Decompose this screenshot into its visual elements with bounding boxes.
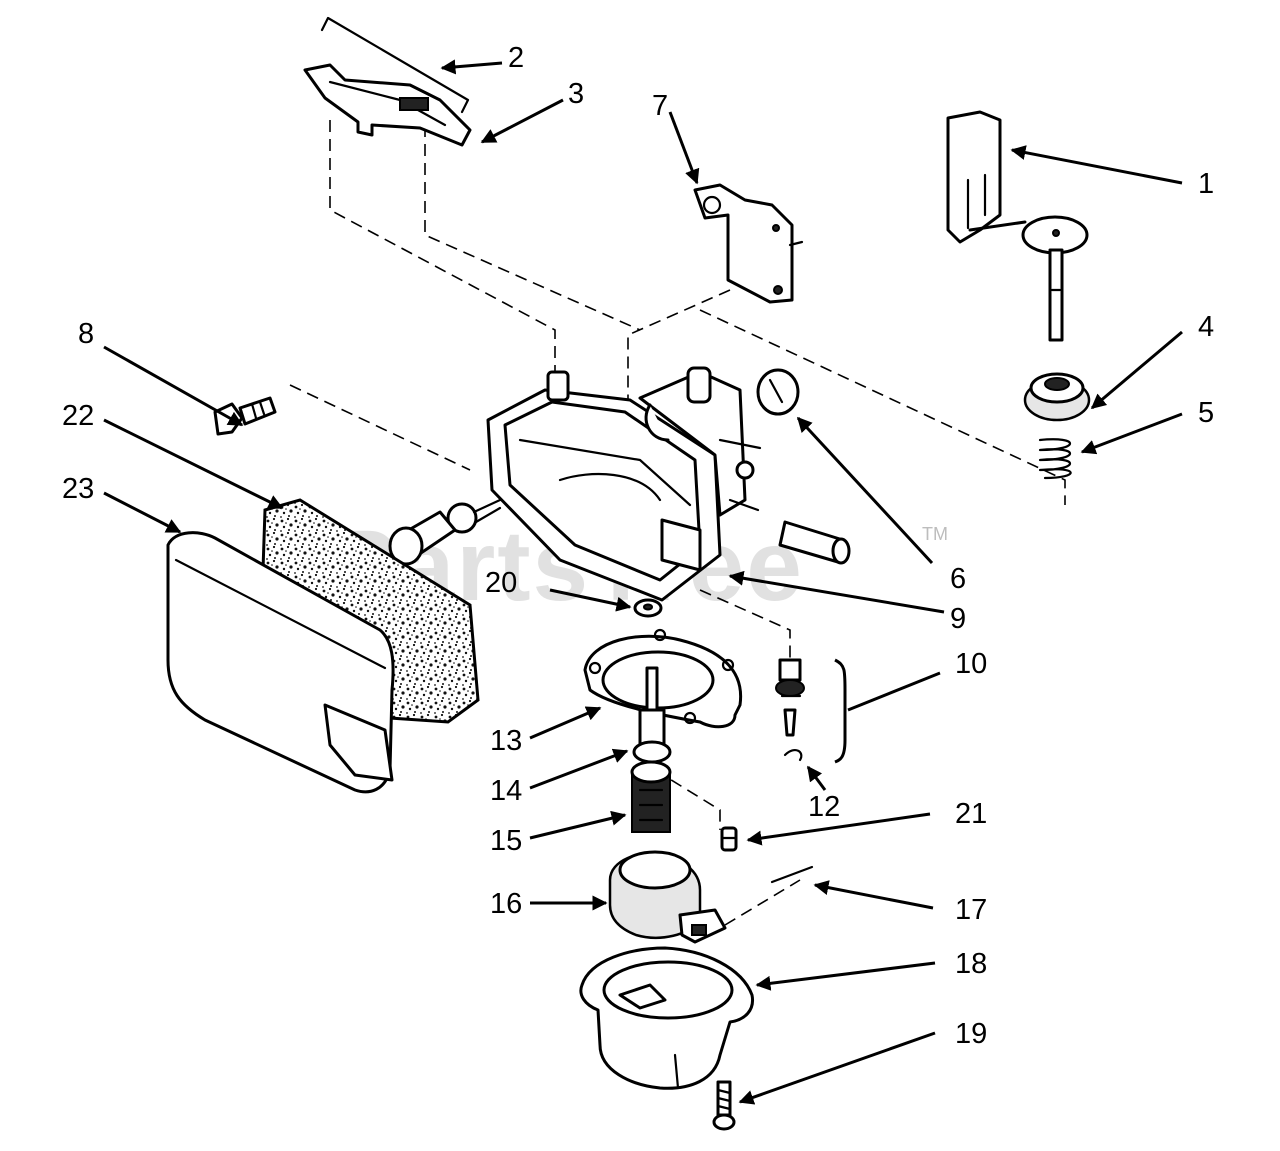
part-23-air-filter-cover [166, 531, 395, 794]
callout-8: 8 [78, 318, 94, 350]
part-10-jet-assembly [775, 658, 805, 762]
callout-17: 17 [955, 894, 987, 926]
callout-7: 7 [652, 90, 668, 122]
callout-3: 3 [568, 78, 584, 110]
callout-13: 13 [490, 725, 522, 757]
part-4-seal [1023, 372, 1091, 422]
part-20-washer [633, 598, 663, 618]
callout-1: 1 [1198, 168, 1214, 200]
callout-12: 12 [808, 791, 840, 823]
watermark-trademark: TM [922, 524, 948, 544]
part-16-float [608, 850, 727, 944]
alignment-lines [289, 120, 1066, 926]
callout-14: 14 [490, 775, 522, 807]
part-tube [778, 520, 851, 565]
callout-9: 9 [950, 603, 966, 635]
part-7-choke-bracket [693, 183, 804, 304]
part-21-pin [720, 826, 738, 852]
callout-16: 16 [490, 888, 522, 920]
part-19-screw [712, 1080, 736, 1131]
callout-23: 23 [62, 473, 94, 505]
part-17-hinge-pin [770, 865, 814, 884]
part-2-link-wire [320, 16, 470, 114]
callout-4: 4 [1198, 311, 1214, 343]
callout-5: 5 [1198, 397, 1214, 429]
callout-18: 18 [955, 948, 987, 980]
callout-22: 22 [62, 400, 94, 432]
callout-numbers: 1 2 3 4 5 6 7 8 9 10 12 13 14 15 16 17 1… [62, 42, 1214, 1050]
callout-6: 6 [950, 563, 966, 595]
part-10-bracket-line [834, 658, 847, 764]
callout-21: 21 [955, 798, 987, 830]
callout-19: 19 [955, 1018, 987, 1050]
part-1-choke-shaft [946, 110, 1089, 342]
leader-lines [103, 59, 1183, 1105]
part-6-throttle-disc [756, 368, 800, 416]
part-15-float-spring [630, 760, 672, 833]
callout-2: 2 [508, 42, 524, 74]
callout-15: 15 [490, 825, 522, 857]
part-5-spring [1038, 438, 1072, 480]
part-3-bracket [303, 63, 472, 147]
part-9-carburetor-body [486, 366, 762, 602]
callout-10: 10 [955, 648, 987, 680]
callout-20: 20 [485, 567, 517, 599]
part-14-needle [632, 666, 672, 764]
part-18-float-bowl [579, 946, 755, 1090]
